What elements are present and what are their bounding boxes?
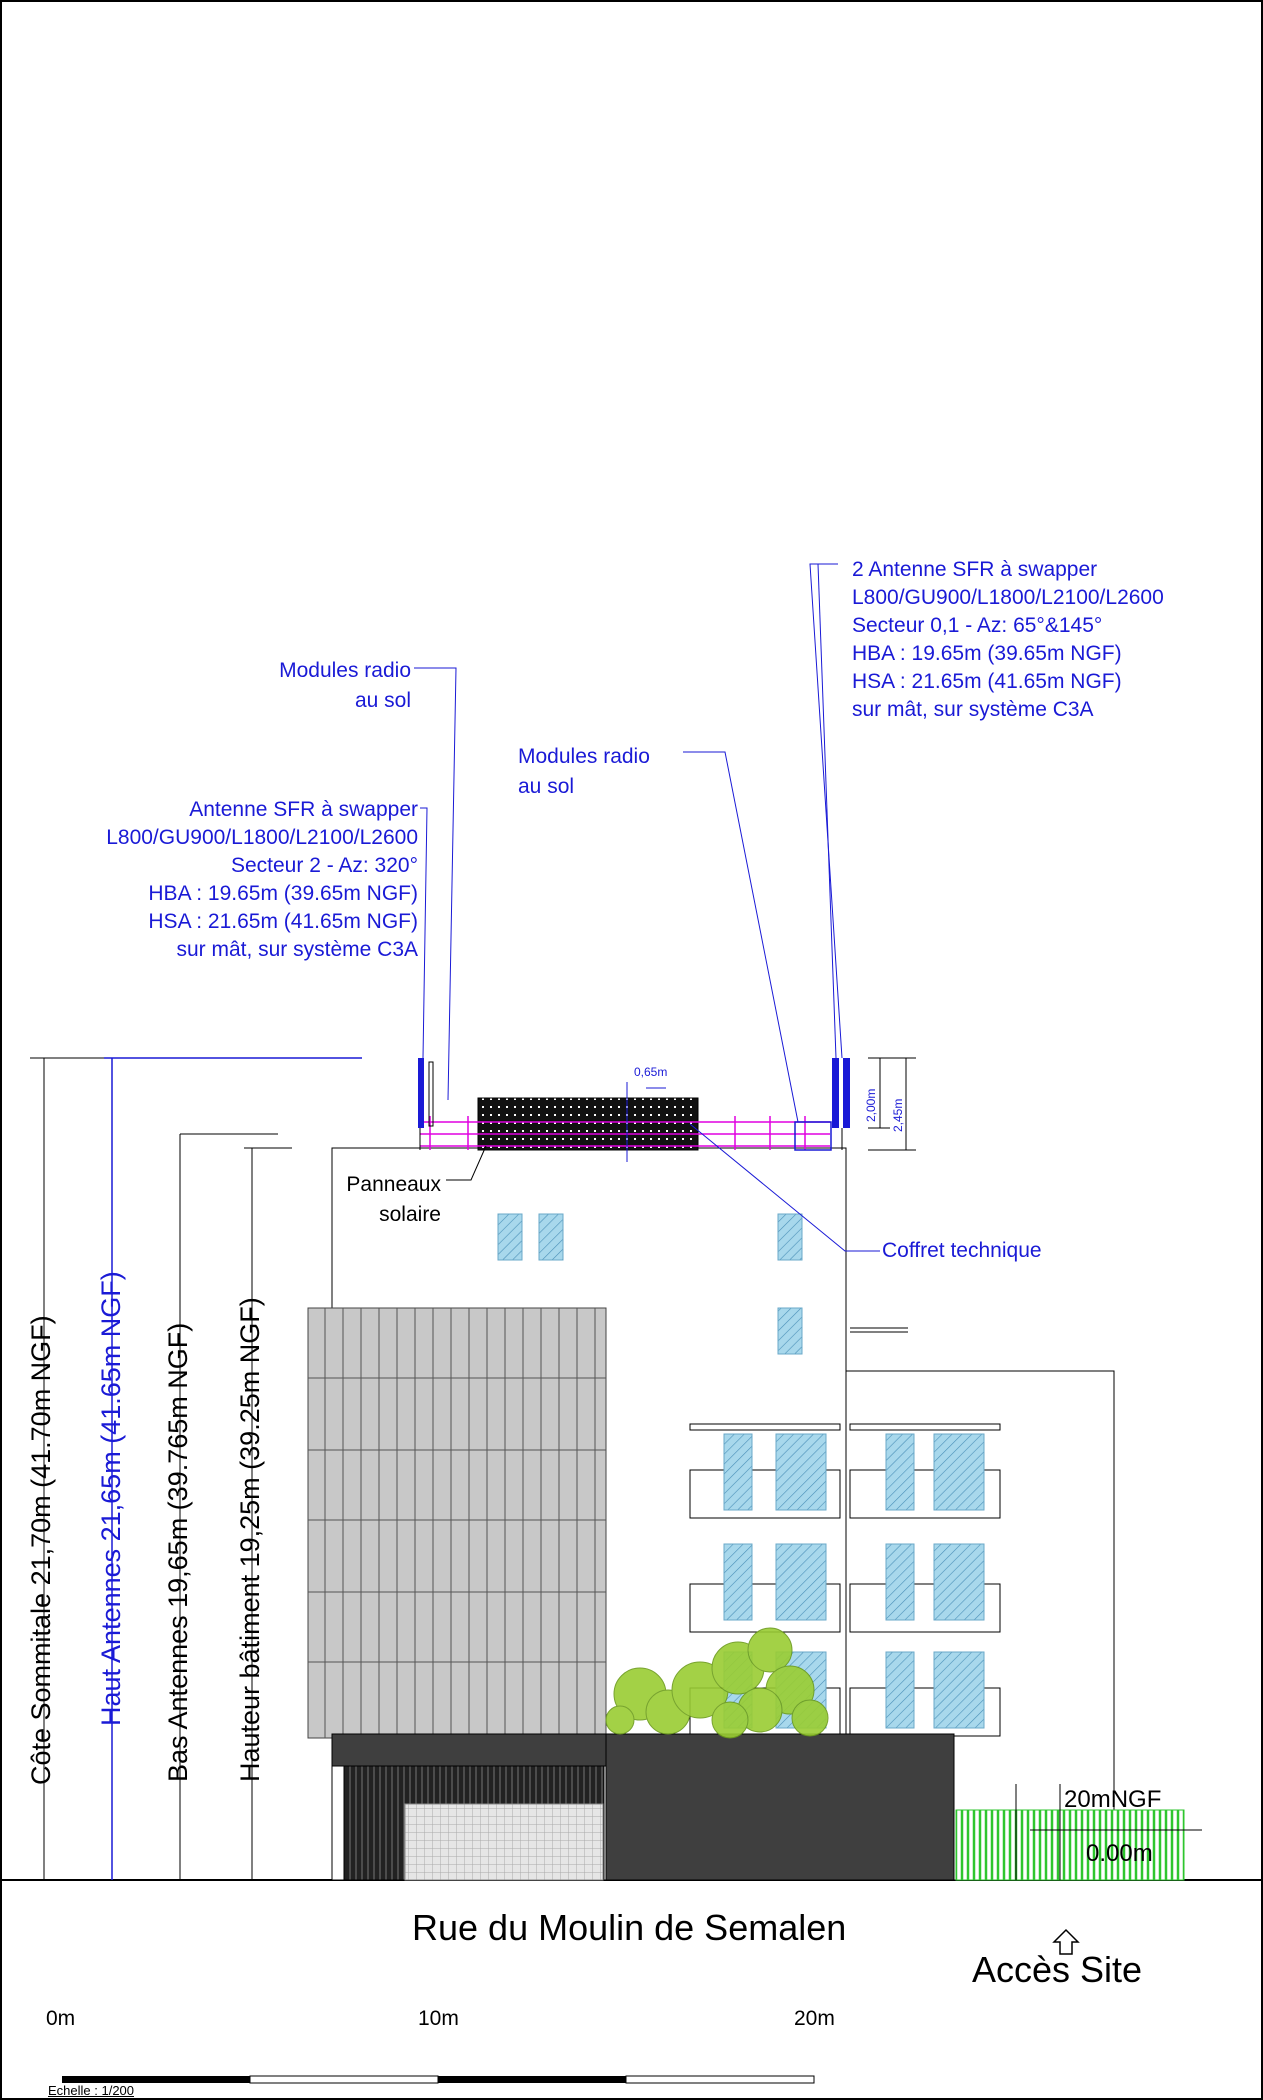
antenna-left-line: HSA : 21.65m (41.65m NGF) [148,910,418,933]
cladding-block [307,1307,607,1739]
antenna-right-line: Secteur 0,1 - Az: 65°&145° [852,614,1103,637]
antenna-left-line: L800/GU900/L1800/L2100/L2600 [106,826,418,849]
scale-label-10: 10m [418,2007,459,2030]
scale-label-20: 20m [794,2007,835,2030]
modules-right-line: Modules radio [518,745,650,768]
leader-lines [414,563,880,1252]
solar-label: Panneaux solaire [346,1170,441,1230]
scale-bar [62,2075,815,2084]
scale-label-0: 0m [46,2007,76,2030]
haut-antennes-label: Haut Antennes 21,65m (41.65m NGF) [96,1271,126,1726]
coffret-label: Coffret technique [882,1239,1042,1262]
street-name: Rue du Moulin de Semalen [412,1907,847,1948]
solar-line: solaire [379,1203,441,1226]
solar-leader [446,1145,487,1181]
hedge [955,1809,1185,1881]
modules-left-label: Modules radio au sol [279,656,411,716]
antenna-masts [418,1058,850,1150]
antenna-left-line: Antenne SFR à swapper [189,798,418,821]
acces-arrow-icon [1052,1928,1080,1955]
roof-railing [420,1116,830,1150]
antenna-left-line: HBA : 19.65m (39.65m NGF) [148,882,418,905]
acces-site-label: Accès Site [972,1949,1143,1990]
antenna-right-line: HBA : 19.65m (39.65m NGF) [852,642,1122,665]
dim-200: 2,00m [864,1088,878,1122]
antenna-left-line: Secteur 2 - Az: 320° [230,854,418,877]
hauteur-batiment-label: Hauteur bâtiment 19,25m (39.25m NGF) [235,1297,265,1782]
height-dimensions [30,1057,362,1880]
cote-sommitale-label: Côte Sommitale 21,70m (41.70m NGF) [26,1315,56,1785]
tree [605,1627,829,1739]
garage-door [404,1803,604,1881]
modules-right-label: Modules radio au sol [518,742,650,802]
technical-cabinet [794,1121,832,1151]
antenna-left-label: Antenne SFR à swapper L800/GU900/L1800/L… [106,796,418,964]
antenna-right-line: sur mât, sur système C3A [852,698,1094,721]
antenna-right-line: HSA : 21.65m (41.65m NGF) [852,670,1122,693]
solar-panels [477,1097,699,1151]
modules-left-line: Modules radio [279,659,411,682]
modules-right-line: au sol [518,775,575,798]
dim-245: 2,45m [891,1098,905,1132]
bas-antennes-label: Bas Antennes 19,65m (39.765m NGF) [163,1322,193,1782]
scale-caption: Echelle : 1/200 [48,2083,135,2098]
antenna-left-line: sur mât, sur système C3A [176,938,418,961]
antenna-right-line: L800/GU900/L1800/L2100/L2600 [852,586,1164,609]
antenna-right-label: 2 Antenne SFR à swapper L800/GU900/L1800… [852,556,1164,724]
dim-065: 0,65m [634,1065,668,1079]
ngf-20-label: 20mNGF [1064,1786,1162,1813]
solar-line: Panneaux [346,1173,441,1196]
antenna-right-line: 2 Antenne SFR à swapper [852,558,1098,581]
ngf-0-label: 0.00m [1086,1840,1153,1867]
modules-left-line: au sol [354,689,411,712]
